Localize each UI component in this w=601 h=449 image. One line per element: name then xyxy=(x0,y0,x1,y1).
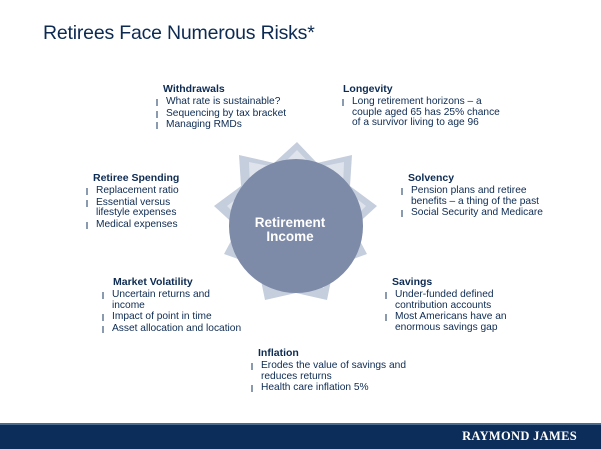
block-market-volatility: Market Volatility Uncertain returns and … xyxy=(101,276,271,335)
footer-bar xyxy=(0,425,601,449)
list-item: Social Security and Medicare xyxy=(400,207,575,219)
footer-rule xyxy=(0,423,601,425)
list-item: Uncertain returns and income xyxy=(101,289,232,311)
heading-solvency: Solvency xyxy=(408,172,455,184)
block-retiree-spending: Retiree Spending Replacement ratio Essen… xyxy=(85,172,205,231)
list-item: Long retirement horizons – a couple aged… xyxy=(341,96,503,129)
center-label-line1: Retirement xyxy=(254,215,326,230)
list-item: Sequencing by tax bracket xyxy=(155,108,325,120)
block-longevity: Longevity Long retirement horizons – a c… xyxy=(341,83,503,130)
list-item: Replacement ratio xyxy=(85,185,205,197)
block-inflation: Inflation Erodes the value of savings an… xyxy=(250,347,425,395)
center-label-line2: Income xyxy=(266,229,314,244)
heading-market-volatility: Market Volatility xyxy=(113,276,193,288)
heading-longevity: Longevity xyxy=(343,83,393,95)
list-item: Erodes the value of savings and reduces … xyxy=(250,360,421,382)
list-item: Essential versus lifestyle expenses xyxy=(85,197,205,219)
block-solvency: Solvency Pension plans and retiree benef… xyxy=(400,172,575,220)
list-item: Asset allocation and location xyxy=(101,323,271,335)
center-label: Retirement Income xyxy=(240,216,340,244)
list-item: Most Americans have an enormous savings … xyxy=(384,311,535,333)
heading-inflation: Inflation xyxy=(258,347,299,359)
list-item: What rate is sustainable? xyxy=(155,96,325,108)
list-item: Pension plans and retiree benefits – a t… xyxy=(400,185,551,207)
list-item: Medical expenses xyxy=(85,219,205,231)
list-item: Health care inflation 5% xyxy=(250,382,425,394)
center-circle xyxy=(229,159,363,293)
list-item: Under-funded defined contribution accoun… xyxy=(384,289,523,311)
list-item: Impact of point in time xyxy=(101,311,271,323)
block-withdrawals: Withdrawals What rate is sustainable? Se… xyxy=(155,83,325,132)
heading-retiree-spending: Retiree Spending xyxy=(93,172,180,184)
heading-savings: Savings xyxy=(392,276,433,288)
list-item: Managing RMDs xyxy=(155,119,325,131)
raymond-james-logo: RAYMOND JAMES xyxy=(462,429,577,443)
heading-withdrawals: Withdrawals xyxy=(163,83,225,95)
slide-title: Retirees Face Numerous Risks* xyxy=(43,22,315,44)
block-savings: Savings Under-funded defined contributio… xyxy=(384,276,544,334)
